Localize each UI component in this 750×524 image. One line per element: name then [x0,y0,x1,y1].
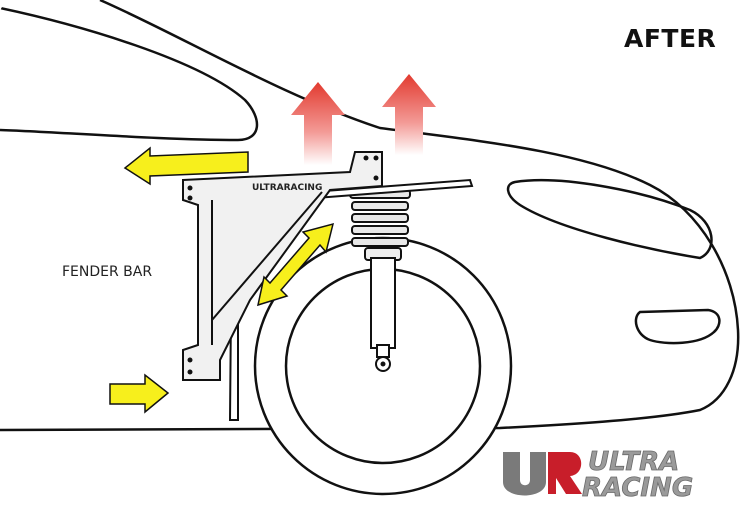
shock-absorber [364,247,402,372]
push-arrow-left [123,146,249,186]
after-label: AFTER [624,24,717,53]
windshield-outline [0,6,259,142]
push-arrow-bottom-right [109,373,170,414]
ultraracing-logo [503,452,582,496]
coil-spring [349,189,411,247]
bar-brand-text: ULTRARACING [252,183,322,193]
headlight-outline [506,179,713,260]
fender-bar: ULTRARACING [182,151,383,381]
logo-text-racing: RACING [582,473,693,503]
push-arrow-diagonal-double [256,222,335,307]
fender-bar-label: FENDER BAR [62,264,153,280]
logo-text-ultra: ULTRA [588,447,679,477]
force-arrow-up-left [291,82,345,165]
foglight-outline [634,308,721,345]
force-arrow-up-right [382,74,436,155]
